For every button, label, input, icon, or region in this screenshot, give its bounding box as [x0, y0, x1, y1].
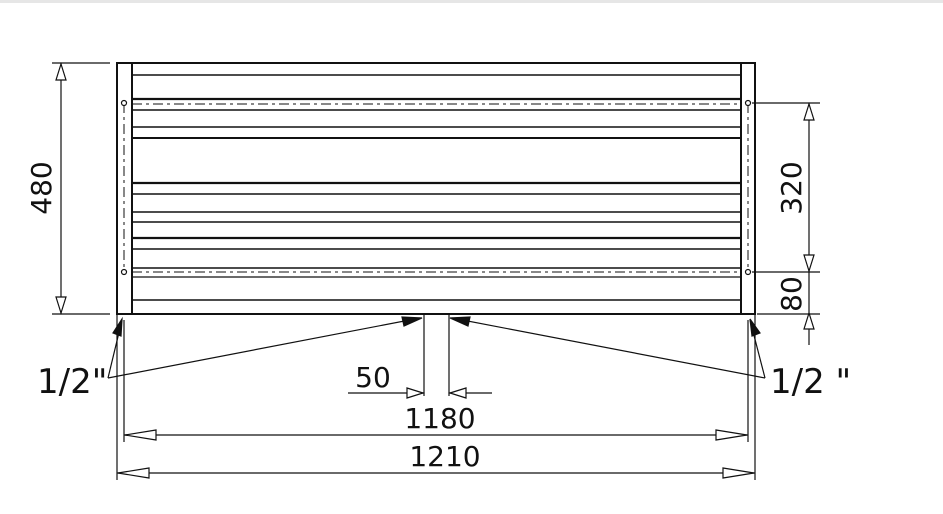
hole-bottom-left [120, 268, 128, 276]
slat-lines [132, 74, 741, 301]
label-inner-width: 1180 [404, 402, 475, 435]
label-thread-right: 1/2 " [770, 362, 851, 402]
hole-top-left [120, 99, 128, 107]
dim-inner-width [123, 320, 749, 442]
hole-bottom-right [744, 268, 752, 276]
left-side-post [116, 62, 133, 315]
dim-overall-height [52, 61, 110, 316]
mounting-holes [120, 99, 752, 276]
dim-center-gap [348, 314, 492, 399]
dim-hole-spacing [752, 101, 820, 315]
right-side-post [740, 62, 756, 315]
hole-top-right [744, 99, 752, 107]
dim-hole-edge-offset [803, 272, 815, 345]
hidden-lines [123, 103, 749, 273]
label-hole-spacing: 320 [775, 161, 808, 214]
thread-leaders [107, 316, 766, 379]
label-hole-edge-offset: 80 [775, 276, 808, 312]
label-overall-height: 480 [25, 161, 58, 214]
label-thread-left: 1/2" [37, 362, 107, 402]
panel [116, 62, 756, 315]
top-border [0, 0, 943, 3]
dim-overall-width [116, 314, 756, 480]
label-center-gap: 50 [355, 361, 391, 394]
label-overall-width: 1210 [409, 440, 480, 473]
